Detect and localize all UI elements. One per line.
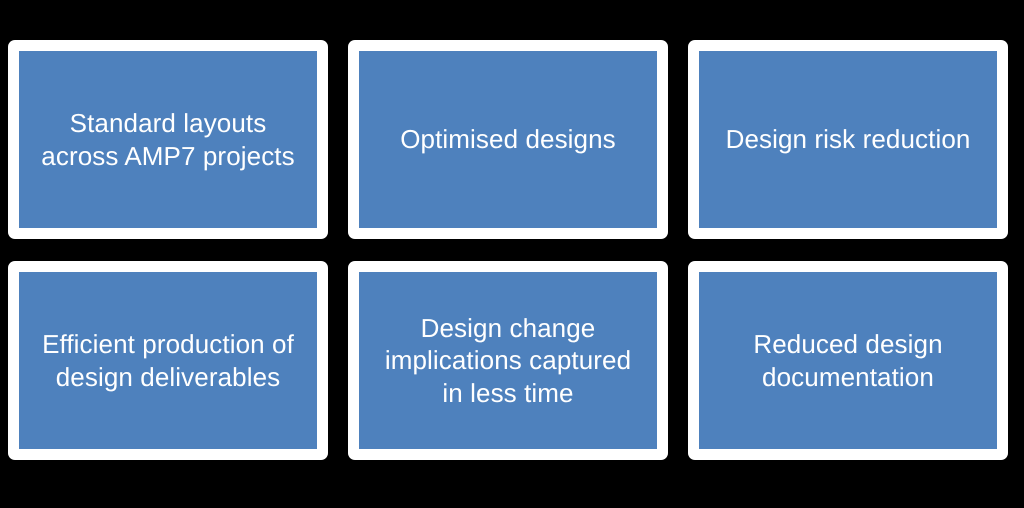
- card-reduced-documentation[interactable]: Reduced design documentation: [688, 261, 1008, 460]
- card-design-risk-reduction[interactable]: Design risk reduction: [688, 40, 1008, 239]
- card-optimised-designs[interactable]: Optimised designs: [348, 40, 668, 239]
- card-panel: Design risk reduction: [699, 51, 997, 228]
- card-panel: Design change implications captured in l…: [359, 272, 657, 449]
- card-label: Efficient production of design deliverab…: [42, 329, 294, 392]
- card-label: Optimised designs: [400, 124, 616, 155]
- card-label: Standard layouts across AMP7 projects: [41, 108, 295, 171]
- card-panel: Reduced design documentation: [699, 272, 997, 449]
- card-label: Reduced design documentation: [753, 329, 943, 392]
- card-efficient-production[interactable]: Efficient production of design deliverab…: [8, 261, 328, 460]
- card-design-change-implications[interactable]: Design change implications captured in l…: [348, 261, 668, 460]
- card-panel: Standard layouts across AMP7 projects: [19, 51, 317, 228]
- card-grid: Standard layouts across AMP7 projects Op…: [8, 40, 1008, 460]
- card-panel: Optimised designs: [359, 51, 657, 228]
- card-standard-layouts[interactable]: Standard layouts across AMP7 projects: [8, 40, 328, 239]
- card-panel: Efficient production of design deliverab…: [19, 272, 317, 449]
- card-label: Design risk reduction: [725, 124, 971, 155]
- card-label: Design change implications captured in l…: [384, 313, 632, 408]
